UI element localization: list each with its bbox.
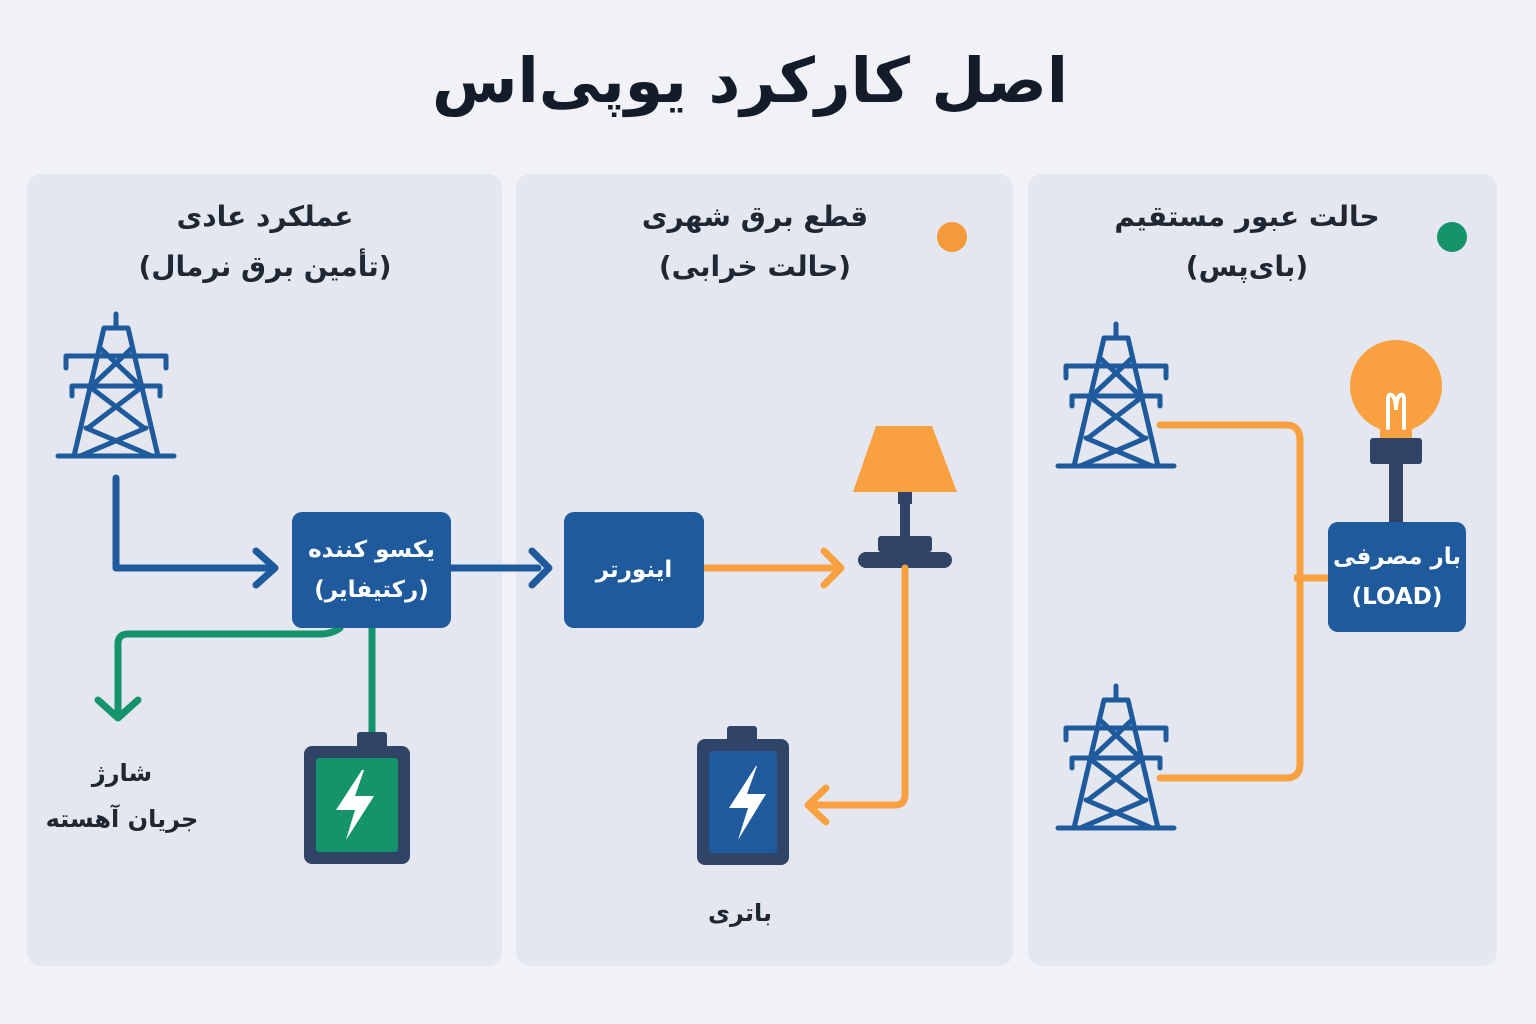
arrowhead-icon [528, 547, 553, 589]
bolt-icon [336, 770, 374, 840]
panel-normal-heading-line1: عملکرد عادی [176, 200, 354, 233]
lamp-icon [853, 426, 957, 568]
lamp-to-battery-line [810, 564, 909, 809]
panel-outage-heading-line1: قطع برق شهری [641, 200, 869, 233]
trickle-charge-line [114, 624, 344, 716]
page-title: اصل کارکرد یوپی‌اس [431, 44, 1069, 117]
power-tower-icon [58, 314, 174, 456]
outage-status-indicator [937, 222, 967, 252]
rectifier-label-line2: (رکتیفایر) [314, 577, 429, 603]
rectifier-label-line1: یکسو کننده [308, 537, 435, 563]
panel-outage-heading-line2: (حالت خرابی) [658, 250, 852, 283]
arrowhead-icon [804, 784, 830, 826]
load-label-line2: (LOAD) [1351, 584, 1443, 610]
battery-icon [697, 726, 789, 865]
panel-normal-heading-line2: (تأمین برق نرمال) [138, 250, 392, 283]
load-label-line1: بار مصرفی [1332, 544, 1462, 570]
arrowhead-icon [820, 547, 845, 589]
bolt-icon [729, 766, 766, 840]
battery-label: باتری [680, 890, 800, 936]
trickle-charge-label-line1: شارژ [91, 759, 153, 787]
panel-bypass-heading-line2: (بای‌پس) [1185, 250, 1309, 283]
trickle-charge-label: شارژ جریان آهسته [22, 750, 222, 842]
panel-bypass-heading-line1: حالت عبور مستقیم [1114, 200, 1380, 233]
arrowhead-icon [94, 696, 142, 722]
panel-bypass-heading: حالت عبور مستقیم (بای‌پس) [1012, 192, 1482, 292]
arrowhead-icon [252, 547, 279, 589]
inverter-label: اینورتر [595, 557, 673, 583]
bypass-status-indicator [1437, 222, 1467, 252]
bypass-line [1156, 421, 1304, 782]
power-tower-icon [1058, 324, 1174, 466]
trickle-charge-label-line2: جریان آهسته [45, 805, 199, 833]
grid-to-rectifier-line [112, 474, 272, 572]
rectifier-box: یکسو کننده (رکتیفایر) [292, 512, 451, 628]
panel-normal-heading: عملکرد عادی (تأمین برق نرمال) [30, 192, 500, 292]
battery-icon [304, 732, 410, 864]
light-bulb-icon [1350, 340, 1442, 524]
load-box: بار مصرفی (LOAD) [1328, 522, 1466, 632]
battery-label-text: باتری [708, 899, 772, 927]
power-tower-icon [1058, 686, 1174, 828]
inverter-box: اینورتر [564, 512, 704, 628]
panel-outage-heading: قطع برق شهری (حالت خرابی) [520, 192, 990, 292]
